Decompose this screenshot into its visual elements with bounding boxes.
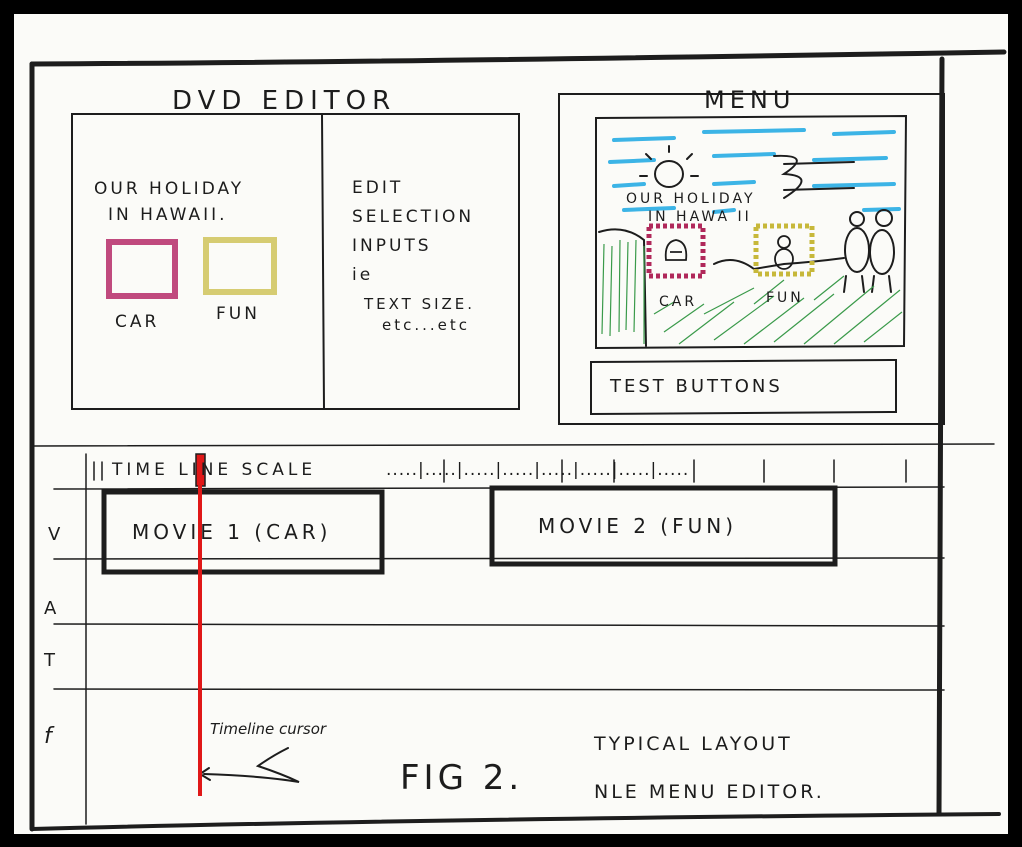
menu-button-fun-label[interactable]: FUN — [766, 290, 804, 306]
track-label-audio: A — [44, 598, 60, 619]
property-ie: ie — [352, 265, 374, 285]
dvd-menu-title-line2: IN HAWAII. — [108, 205, 228, 225]
timeline-scale-dashes: .....|.....|.....|.....|.....|.....|....… — [386, 460, 690, 480]
menu-caption-line2: IN HAWA II — [648, 209, 752, 225]
dvd-menu-title: OUR HOLIDAY IN HAWAII. — [94, 176, 244, 228]
figure-caption-line2: NLE MENU EDITOR. — [594, 781, 825, 803]
property-text-size: TEXT SIZE. — [364, 295, 476, 313]
track-label-fx: f — [44, 724, 55, 749]
menu-preview-caption: OUR HOLIDAY IN HAWA II — [626, 190, 756, 226]
figure-caption: TYPICAL LAYOUT NLE MENU EDITOR. — [594, 720, 825, 816]
clip-movie-1[interactable]: MOVIE 1 (CAR) — [132, 520, 332, 544]
dvd-editor-title: DVD EDITOR — [172, 86, 397, 116]
dvd-button-fun-label[interactable]: FUN — [216, 304, 260, 324]
property-edit: EDIT — [352, 178, 404, 198]
menu-caption-line1: OUR HOLIDAY — [626, 191, 756, 207]
clip-movie-2[interactable]: MOVIE 2 (FUN) — [538, 514, 738, 538]
track-label-video: V — [48, 524, 64, 545]
track-label-text: T — [44, 650, 58, 671]
dvd-menu-title-line1: OUR HOLIDAY — [94, 179, 245, 199]
menu-panel-title: MENU — [704, 86, 796, 114]
menu-button-car-label[interactable]: CAR — [659, 294, 698, 310]
figure-label: FIG 2. — [400, 758, 524, 798]
timeline-scale-label: TIME LINE SCALE — [112, 460, 317, 480]
figure-caption-line1: TYPICAL LAYOUT — [594, 733, 793, 755]
dvd-button-car-label[interactable]: CAR — [115, 312, 160, 332]
properties-list: EDIT SELECTION INPUTS ie TEXT SIZE. etc.… — [352, 174, 475, 340]
property-etc: etc...etc — [382, 316, 471, 334]
sketch-sheet: DVD EDITOR OUR HOLIDAY IN HAWAII. CAR FU… — [14, 14, 1008, 834]
property-inputs: INPUTS — [352, 236, 432, 256]
test-buttons[interactable]: TEST BUTTONS — [610, 376, 783, 397]
sketch-lines — [29, 49, 1007, 832]
property-selection: SELECTION — [352, 207, 475, 227]
timeline-cursor-label: Timeline cursor — [210, 720, 327, 738]
